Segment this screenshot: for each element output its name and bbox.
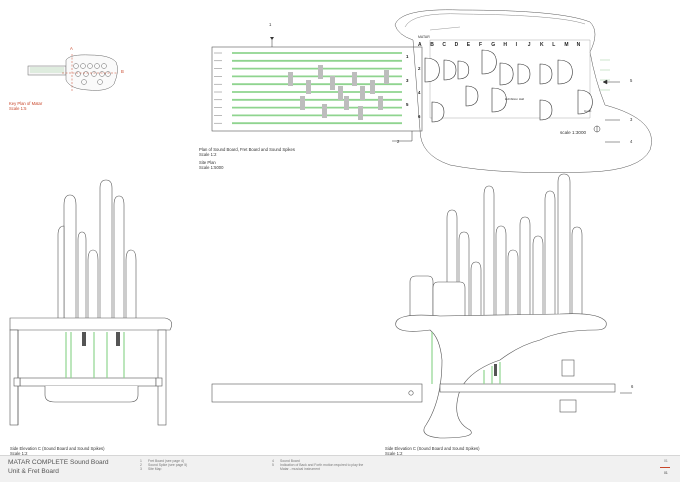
- note-num-3: 3: [140, 467, 142, 471]
- site-row-label: 5: [406, 102, 409, 107]
- sound-spike-block: [378, 96, 383, 110]
- site-column-label: C: [442, 42, 447, 48]
- site-marker-4: 4: [630, 139, 633, 144]
- sound-spike-dome: [457, 60, 470, 80]
- site-column-label: E: [466, 42, 471, 48]
- sound-spike-dome: [577, 89, 593, 115]
- right-elevation-scale: Scale 1:2: [385, 451, 403, 456]
- note-3: Site Map: [148, 467, 162, 471]
- title-block: MATAR COMPLETE Sound Board Unit & Fret B…: [0, 455, 680, 482]
- site-row-label: 3: [406, 78, 409, 83]
- note-6: Matar - musical instrument: [280, 467, 320, 471]
- sound-spike-dome: [443, 59, 457, 81]
- site-column-label: N: [576, 42, 581, 48]
- site-column-labels: A B C D E F G H I J K L M N: [418, 42, 588, 49]
- site-row-label: 2: [418, 66, 421, 71]
- sheet-number-a: 01: [664, 459, 668, 463]
- right-elevation-title: Side Elevation C (Sound Board and Sound …: [385, 446, 480, 451]
- sound-spike-block: [370, 80, 375, 94]
- site-column-label: D: [454, 42, 459, 48]
- note-num-4: 4: [272, 459, 274, 463]
- left-elevation-scale: Scale 1:2: [10, 451, 28, 456]
- site-row-label: 1: [406, 54, 409, 59]
- site-plan-scale: Scale 1:5000: [199, 165, 224, 170]
- site-scale-note: scale 1:3000: [560, 130, 587, 135]
- sound-spike-block: [300, 96, 305, 110]
- sound-spike-block: [322, 104, 327, 118]
- sound-spike-dome: [465, 85, 479, 107]
- sound-spike-block: [288, 72, 293, 86]
- note-num-1: 1: [140, 459, 142, 463]
- sound-spike-block: [344, 96, 349, 110]
- sound-spike-dome: [557, 59, 573, 85]
- site-column-label: L: [552, 42, 556, 48]
- sound-spike-block: [384, 70, 389, 84]
- site-row-label: 6: [418, 114, 421, 119]
- sound-spike-block: [330, 76, 335, 90]
- site-column-label: A: [418, 42, 422, 48]
- right-elevation-strings: [431, 332, 632, 394]
- key-plan-title: Key Plan of Matar: [9, 101, 43, 106]
- left-elevation-title: Side Elevation C (Sound Board and Sound …: [10, 446, 105, 451]
- key-plan-marker-a: A: [70, 46, 73, 51]
- site-column-label: G: [491, 42, 496, 48]
- sound-spike-dome: [491, 87, 507, 113]
- sheet-divider: [660, 467, 670, 468]
- sound-spike-block: [358, 106, 363, 120]
- sound-spike-dome: [539, 63, 553, 85]
- plan-title: Plan of Sound Board, Fret Board and Soun…: [199, 147, 295, 152]
- site-plan-title: Site Plan: [199, 160, 216, 165]
- sound-spike-dome: [517, 63, 531, 85]
- note-5: Indication of Back and Forth motion requ…: [280, 463, 364, 467]
- key-plan-marker-b: B: [121, 69, 124, 74]
- note-4: Sound Board: [280, 459, 300, 463]
- site-row-labels: 1 2 3 4 5 6: [406, 54, 420, 124]
- site-column-label: F: [479, 42, 483, 48]
- site-column-label: K: [540, 42, 544, 48]
- left-elevation: [9, 179, 172, 426]
- site-column-label: I: [515, 42, 517, 48]
- sound-spike-block: [360, 86, 365, 100]
- title-line-1: MATAR COMPLETE Sound Board: [8, 459, 109, 466]
- key-plan-scale: Scale 1:5: [9, 106, 27, 111]
- site-column-label: B: [430, 42, 434, 48]
- sound-spike-dome: [424, 57, 440, 83]
- right-elevation-marker: 6: [631, 384, 634, 389]
- site-plan: [394, 9, 652, 173]
- site-marker-5: 5: [630, 78, 633, 83]
- title-line-2: Unit & Fret Board: [8, 468, 59, 475]
- sound-spike-block: [338, 86, 343, 100]
- sound-spike-block: [306, 80, 311, 94]
- note-1: Fret Board (see page 4): [148, 459, 184, 463]
- site-map-label: MATAR: [418, 35, 430, 39]
- sound-spike-dome: [431, 101, 445, 123]
- sound-spike-dome: [539, 99, 553, 121]
- sound-spike-block: [352, 72, 357, 86]
- key-plan-drawing: [27, 54, 118, 92]
- site-court-label: Court: [584, 109, 592, 113]
- site-row-label: 4: [418, 90, 421, 95]
- plan-section-1: 1: [269, 22, 272, 27]
- sound-board-plan: [211, 37, 423, 142]
- site-arrows: [602, 79, 620, 143]
- note-num-2: 2: [140, 463, 142, 467]
- site-column-label: M: [564, 42, 569, 48]
- site-column-label: H: [503, 42, 508, 48]
- site-column-label: J: [527, 42, 531, 48]
- sound-spike-block: [318, 65, 323, 79]
- note-2: Sound Spike (see page 5): [148, 463, 188, 467]
- sheet-number-b: 01: [664, 471, 668, 475]
- note-num-5: 5: [272, 463, 274, 467]
- north-arrow-icon: [593, 125, 601, 133]
- sound-spike-dome: [481, 49, 497, 75]
- site-marker-3: 3: [630, 117, 633, 122]
- plan-scale: Scale 1:2: [199, 152, 217, 157]
- plan-section-2: 2: [397, 139, 400, 144]
- sound-spike-dome: [499, 62, 514, 86]
- right-elevation: [211, 173, 616, 439]
- left-elevation-strings: [65, 332, 125, 378]
- site-hall-label: Exhibition Hall: [505, 97, 525, 101]
